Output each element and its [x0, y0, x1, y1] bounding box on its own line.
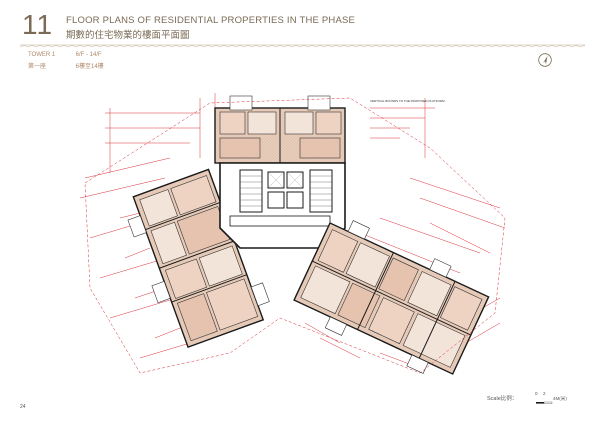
- page-title-zh: 期數的住宅物業的樓面平面圖: [66, 30, 190, 41]
- decorative-divider: [20, 44, 585, 48]
- section-number: 11: [22, 9, 54, 40]
- north-arrow-icon: [538, 53, 552, 67]
- page-number: 24: [20, 404, 26, 410]
- scale-label: Scale比例：: [487, 396, 518, 402]
- floor-plan-drawing: VERTICAL BOUNDS TO THE PROPOSED PLATFORM: [80, 93, 506, 375]
- central-core: [219, 162, 346, 249]
- right-wing: [293, 220, 490, 375]
- tower-label-en: TOWER 1: [28, 52, 56, 58]
- floors-label-en: 6/F - 14/F: [75, 52, 102, 58]
- left-wing: [127, 168, 270, 349]
- tower-label-zh: 第一座: [28, 64, 47, 70]
- page-title-en: FLOOR PLANS OF RESIDENTIAL PROPERTIES IN…: [66, 15, 356, 26]
- scale-tick-0: 0: [535, 391, 538, 396]
- top-wing: [214, 95, 346, 164]
- scale-tick-4: 4M(米): [553, 396, 567, 401]
- scale-bar-icon: [536, 401, 553, 404]
- tower-floors-en: TOWER 1 6/F - 14/F: [28, 52, 102, 58]
- site-boundary: [84, 97, 506, 374]
- tower-floors-zh: 第一座 6樓至14樓: [28, 61, 104, 70]
- scale-tick-2: 2: [543, 391, 546, 396]
- floors-label-zh: 6樓至14樓: [75, 64, 104, 70]
- plan-note: VERTICAL BOUNDS TO THE PROPOSED PLATFORM: [370, 99, 445, 103]
